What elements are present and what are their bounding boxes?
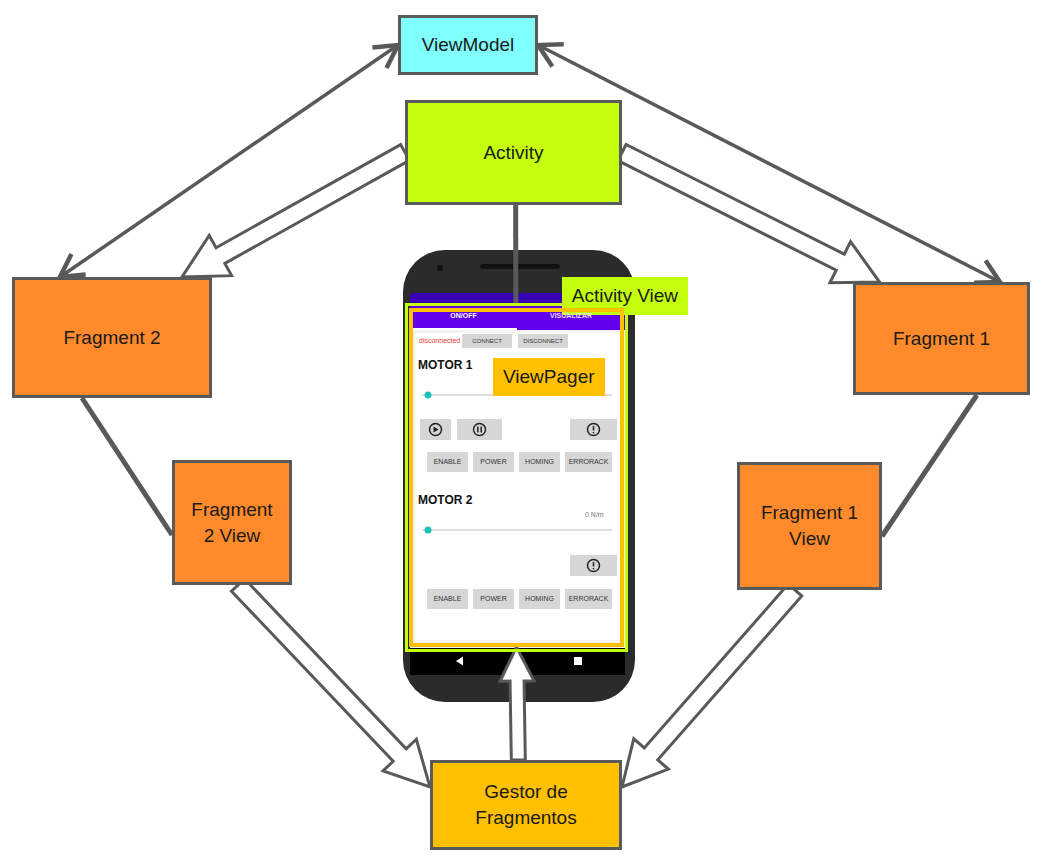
link-line (82, 398, 172, 535)
content-panel (415, 333, 620, 640)
button (519, 452, 560, 472)
component-box: Activity (405, 100, 622, 205)
slider-thumb (425, 527, 432, 534)
component-box: Fragment 2 (12, 277, 212, 398)
screen-text: disconnected (419, 337, 460, 344)
component-box: Gestor de Fragmentos (430, 760, 622, 850)
phone-speaker (480, 264, 560, 269)
nav-back (456, 657, 463, 666)
screen-text: HOMING (519, 595, 560, 602)
phone-camera (437, 265, 443, 271)
box-label: Fragment 2 View (185, 497, 279, 548)
box-label: Fragment 1 View (750, 500, 869, 551)
screen-text: MOTOR 2 (418, 493, 472, 507)
phone-body (403, 250, 635, 702)
screen-text: POWER (473, 458, 514, 465)
link-line (513, 205, 518, 303)
screen-text: ENABLE (427, 458, 468, 465)
screen-text: CONNECT (462, 338, 512, 344)
button (565, 452, 612, 472)
component-box: Fragment 1 (853, 282, 1030, 395)
alert-icon (593, 562, 595, 569)
alert-button (570, 419, 617, 440)
screen-text: ENABLE (427, 595, 468, 602)
slider-track (422, 530, 612, 531)
link-line (882, 395, 977, 536)
block-arrow (231, 579, 430, 787)
button (427, 589, 468, 609)
block-arrow (182, 145, 409, 277)
component-box: Fragment 1 View (737, 462, 882, 590)
screen-text: VISUALIZAR (517, 312, 625, 319)
box-label: ViewModel (422, 32, 515, 58)
button (519, 589, 560, 609)
pause-icon (474, 424, 486, 436)
block-arrow (622, 584, 802, 787)
box-label: Fragment 1 (893, 326, 990, 352)
play-icon (430, 424, 442, 436)
button (518, 334, 568, 348)
screen-text: ERRORACK (565, 458, 612, 465)
screen-text: DISCONNECT (518, 338, 568, 344)
tab-indicator (410, 328, 517, 330)
box-label: Activity (483, 140, 543, 166)
box-label: Gestor de Fragmentos (443, 779, 609, 830)
alert-icon (588, 560, 600, 572)
block-arrow (618, 144, 880, 282)
frame-label: ViewPager (493, 358, 605, 396)
block-arrow (500, 647, 534, 760)
screen-text: MOTOR 1 (418, 358, 472, 372)
button (473, 452, 514, 472)
alert-icon (588, 424, 600, 436)
button (427, 452, 468, 472)
alert-button (570, 555, 617, 576)
nav-recent (574, 657, 582, 665)
screen-text: ERRORACK (565, 595, 612, 602)
screen-text: ON/OFF (410, 312, 517, 319)
pause-icon (478, 427, 481, 433)
component-box: ViewModel (398, 15, 538, 75)
alert-icon (593, 426, 595, 433)
button (565, 589, 612, 609)
component-box: Fragment 2 View (172, 460, 292, 585)
pause-button (457, 419, 502, 440)
phone-screen (410, 293, 625, 675)
screen-text: 0 N/m (585, 511, 604, 518)
box-label: Fragment 2 (63, 325, 160, 351)
play-button (420, 419, 451, 440)
play-icon (434, 427, 439, 433)
screen-text: HOMING (519, 458, 560, 465)
slider-thumb (425, 392, 432, 399)
screen-text: POWER (473, 595, 514, 602)
button (473, 589, 514, 609)
button (462, 334, 512, 348)
